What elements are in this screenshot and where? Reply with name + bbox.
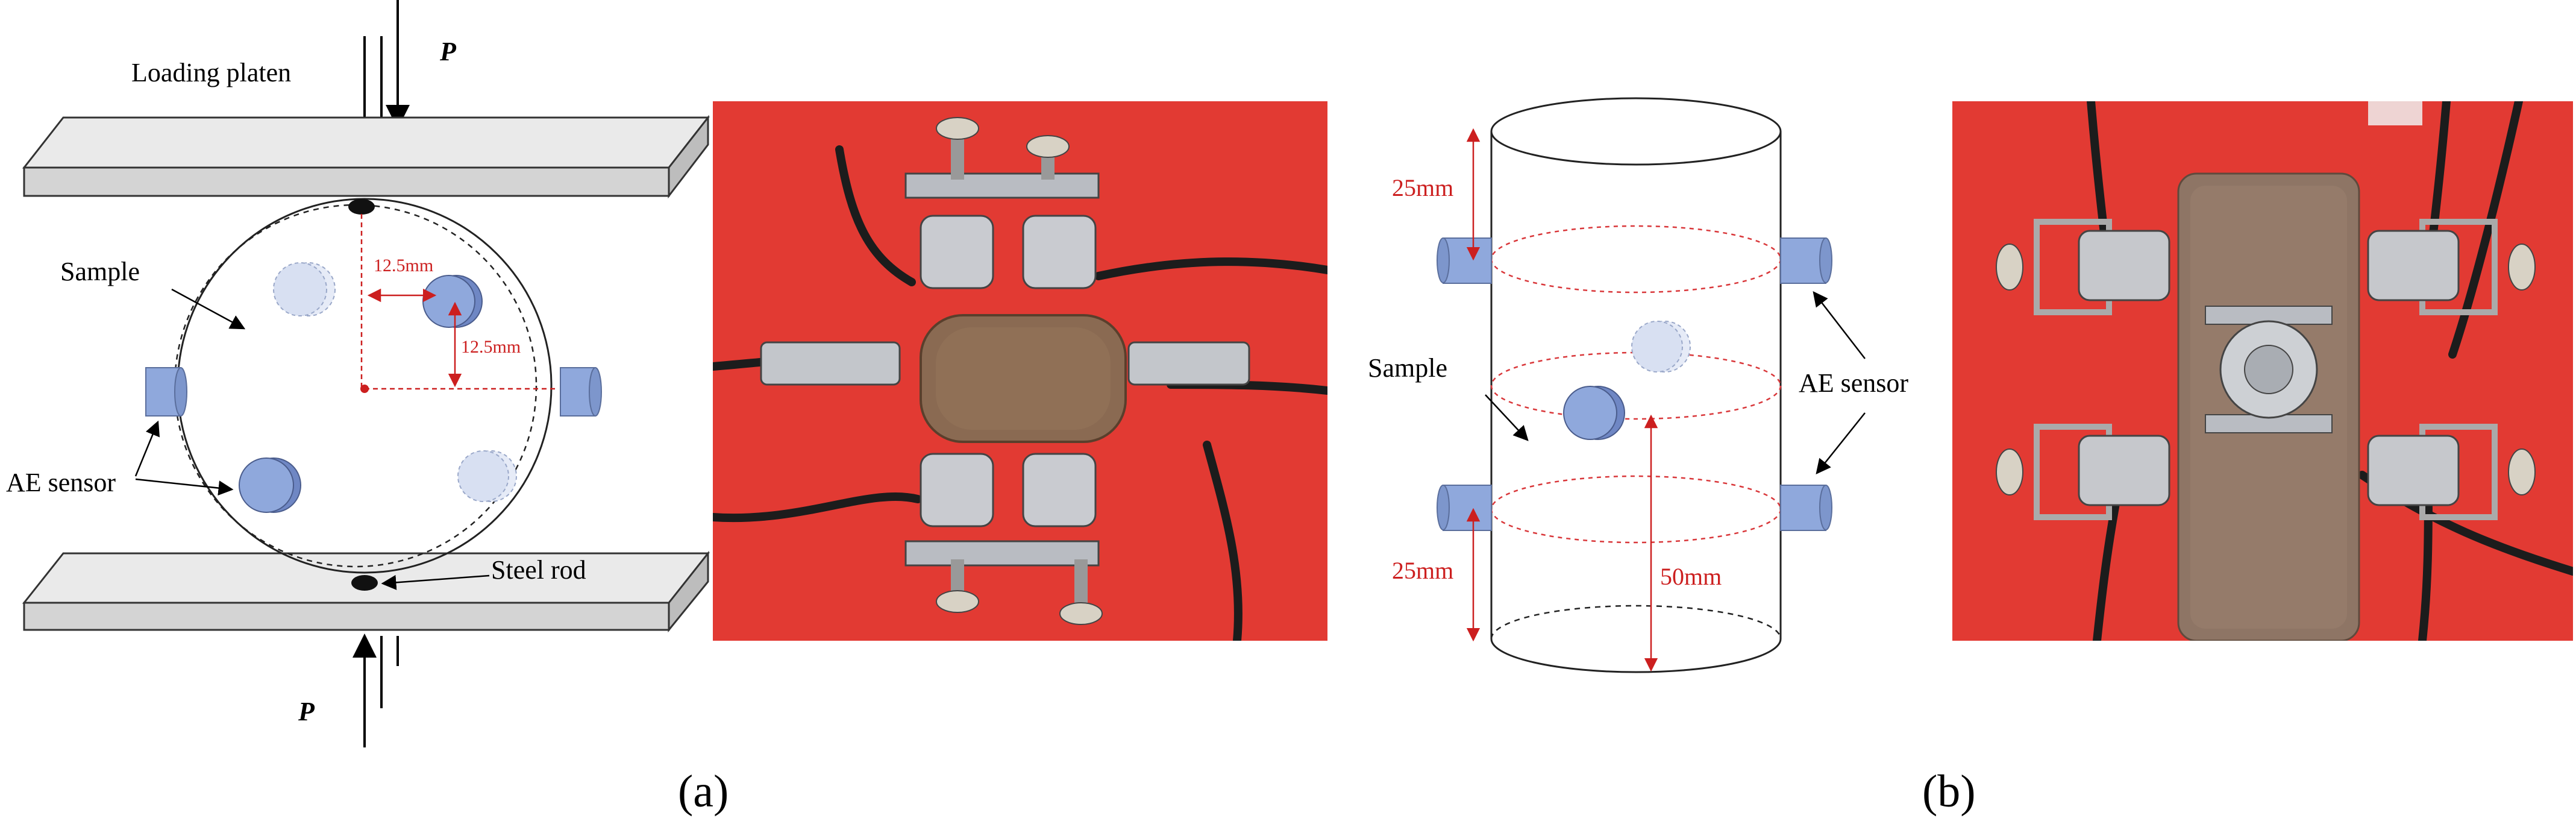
ae-sensor-leaders-b — [1813, 291, 1866, 474]
sensor-plane-rings — [1490, 225, 1782, 544]
sample-leader-a — [171, 288, 246, 330]
disc-sample-back-edge — [174, 204, 537, 568]
dimension-lines-b — [1466, 128, 1658, 672]
photo-b-clamps-right — [2367, 219, 2536, 520]
ae-sensor-face-bottom-left — [239, 457, 301, 513]
photo-cylinder-sample-setup — [1952, 101, 2573, 641]
photo-b-clamps-left — [1996, 219, 2170, 520]
load-label-bottom: P — [298, 697, 315, 726]
sample-label-a: Sample — [60, 257, 140, 286]
photo-a-clamp-bottom — [904, 453, 1103, 625]
bottom-loading-platen — [22, 550, 710, 633]
ae-sensor-label-a: AE sensor — [6, 468, 116, 497]
ae-sensor-cyl-upper-right — [1780, 237, 1832, 284]
photo-disc-sample-setup — [713, 101, 1327, 641]
photo-cylinder-illustration — [1952, 101, 2573, 641]
ae-sensor-cyl-lower-right — [1780, 485, 1832, 531]
dim-top-label: 25mm — [1392, 174, 1453, 201]
steel-rod-label: Steel rod — [491, 555, 586, 585]
ae-sensor-cyl-upper-left — [1437, 237, 1492, 284]
steel-rod-bottom — [351, 575, 378, 591]
bottom-load-arrows — [353, 634, 399, 747]
dimension-lines-a — [360, 214, 557, 390]
sample-label-b: Sample — [1368, 353, 1447, 383]
ae-sensor-label-b: AE sensor — [1799, 368, 1908, 398]
steel-rod-leader — [381, 574, 490, 590]
photo-a-clamp-top — [904, 117, 1100, 289]
ae-sensor-face-top-right — [422, 275, 483, 328]
dim-horizontal-label: 12.5mm — [374, 256, 433, 275]
panel-label-a: (a) — [678, 766, 729, 817]
load-label-top: P — [439, 37, 457, 66]
steel-rod-top — [348, 199, 375, 215]
panel-label-b: (b) — [1922, 766, 1976, 817]
ae-sensor-leaders-a — [134, 420, 234, 496]
photo-b-center-sensor — [2205, 306, 2333, 433]
photo-disc-illustration — [713, 101, 1327, 641]
cylinder-sample — [1490, 97, 1782, 673]
disc-center-point — [360, 385, 369, 393]
dim-height-label: 50mm — [1660, 563, 1722, 590]
ae-sensor-cyl-lower-left — [1437, 485, 1492, 531]
panel-b-schematic: 25mm 25mm 50mm Sample AE sensor — [1368, 97, 1908, 673]
loading-platen-label: Loading platen — [131, 58, 291, 87]
top-loading-platen — [22, 115, 710, 199]
ae-sensor-face-top-left-faded — [273, 262, 336, 316]
photo-a-sensor-left — [760, 341, 901, 386]
ae-sensor-right — [560, 367, 602, 417]
ae-sensor-left — [145, 367, 187, 417]
panel-a-schematic: P Loading platen — [6, 0, 710, 747]
ae-sensor-face-bottom-right-faded — [457, 450, 517, 502]
photo-a-sensor-right — [1127, 341, 1250, 386]
dim-bottom-label: 25mm — [1392, 557, 1453, 584]
ae-sensor-cyl-back-faded — [1631, 321, 1691, 373]
dim-vertical-label: 12.5mm — [461, 337, 521, 357]
ae-sensor-cyl-front — [1563, 386, 1625, 440]
sample-leader-b — [1485, 394, 1529, 441]
